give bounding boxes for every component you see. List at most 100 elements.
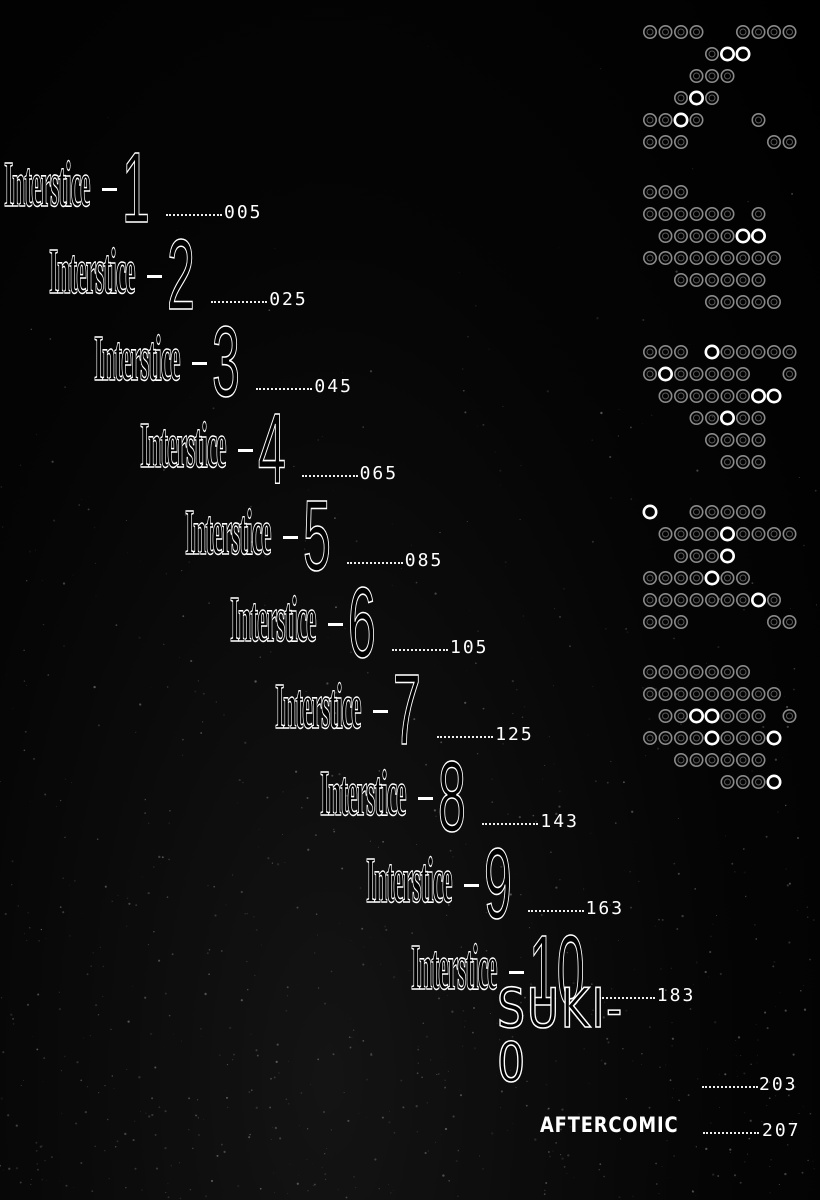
speckle — [11, 860, 14, 863]
speckle — [676, 928, 679, 930]
aftercomic-page-number: 207 — [762, 1120, 801, 1141]
matrix-dot — [751, 432, 766, 447]
speckle — [734, 871, 736, 873]
speckle — [664, 1064, 667, 1066]
speckle — [317, 439, 320, 441]
speckle — [73, 1187, 74, 1188]
matrix-dot-inner — [677, 370, 685, 378]
speckle — [425, 763, 428, 766]
chapter-dash — [102, 188, 117, 191]
speckle — [775, 1006, 776, 1007]
matrix-dot-inner — [770, 254, 778, 262]
speckle — [262, 551, 264, 553]
speckle — [136, 201, 138, 203]
speckle — [324, 1153, 326, 1155]
matrix-dot-inner — [724, 574, 731, 582]
speckle — [23, 933, 25, 935]
matrix-dot-inner — [677, 530, 685, 538]
speckle — [62, 911, 65, 914]
matrix-dot-inner — [739, 712, 747, 720]
speckle — [491, 1132, 494, 1135]
speckle — [625, 628, 627, 630]
speckle — [632, 1195, 634, 1198]
matrix-dot — [736, 432, 751, 447]
speckle — [140, 1110, 141, 1112]
speckle — [306, 1158, 308, 1161]
speckle — [562, 587, 566, 590]
speckle — [692, 1190, 694, 1192]
speckle — [796, 909, 799, 912]
speckle — [38, 940, 40, 942]
speckle — [250, 1089, 253, 1092]
matrix-dot — [736, 664, 751, 679]
speckle — [160, 862, 161, 864]
speckle — [15, 1124, 18, 1127]
speckle — [667, 1177, 669, 1178]
speckle — [324, 1002, 326, 1005]
speckle — [197, 680, 200, 682]
speckle — [695, 1194, 697, 1196]
speckle — [442, 1174, 445, 1177]
matrix-dot — [673, 229, 688, 244]
speckle — [743, 609, 745, 611]
speckle — [638, 880, 640, 882]
speckle — [512, 713, 514, 715]
chapter-title: Interstice — [94, 322, 181, 395]
speckle — [385, 928, 388, 931]
speckle — [755, 938, 758, 940]
speckle — [709, 950, 712, 954]
speckle — [416, 1072, 419, 1075]
speckle — [485, 911, 487, 913]
speckle — [94, 1145, 96, 1147]
matrix-dot-inner — [646, 370, 654, 378]
matrix-dot-inner — [693, 392, 700, 400]
speckle — [735, 1040, 737, 1042]
speckle — [39, 1145, 42, 1148]
speckle — [689, 1008, 692, 1010]
speckle — [606, 781, 609, 784]
speckle — [768, 1081, 771, 1084]
speckle — [64, 836, 66, 839]
speckle — [625, 1009, 628, 1012]
speckle — [255, 928, 258, 931]
speckle — [812, 1160, 814, 1162]
dot-leader — [256, 388, 313, 390]
matrix-dot — [705, 432, 720, 447]
speckle — [606, 1037, 609, 1040]
speckle — [767, 775, 769, 777]
matrix-dot-bright — [735, 46, 751, 62]
matrix-dot-bright — [704, 730, 720, 746]
speckle — [687, 1094, 690, 1097]
speckle — [724, 835, 727, 837]
speckle — [815, 604, 818, 606]
speckle — [786, 1144, 789, 1146]
speckle — [306, 1128, 309, 1130]
speckle — [629, 426, 632, 429]
speckle — [729, 750, 731, 752]
speckle — [632, 1060, 634, 1062]
speckle — [219, 1054, 221, 1056]
speckle — [402, 1106, 405, 1109]
speckle — [559, 879, 561, 881]
matrix-dot-inner — [739, 778, 747, 786]
matrix-dot-inner — [708, 210, 716, 218]
matrix-dot — [705, 46, 720, 61]
matrix-dot-bright — [704, 708, 720, 724]
speckle — [80, 1079, 83, 1082]
speckle — [737, 1036, 741, 1039]
speckle — [369, 370, 373, 373]
speckle — [391, 584, 394, 587]
speckle — [86, 973, 89, 976]
speckle — [408, 970, 410, 972]
matrix-dot-inner — [693, 552, 700, 560]
